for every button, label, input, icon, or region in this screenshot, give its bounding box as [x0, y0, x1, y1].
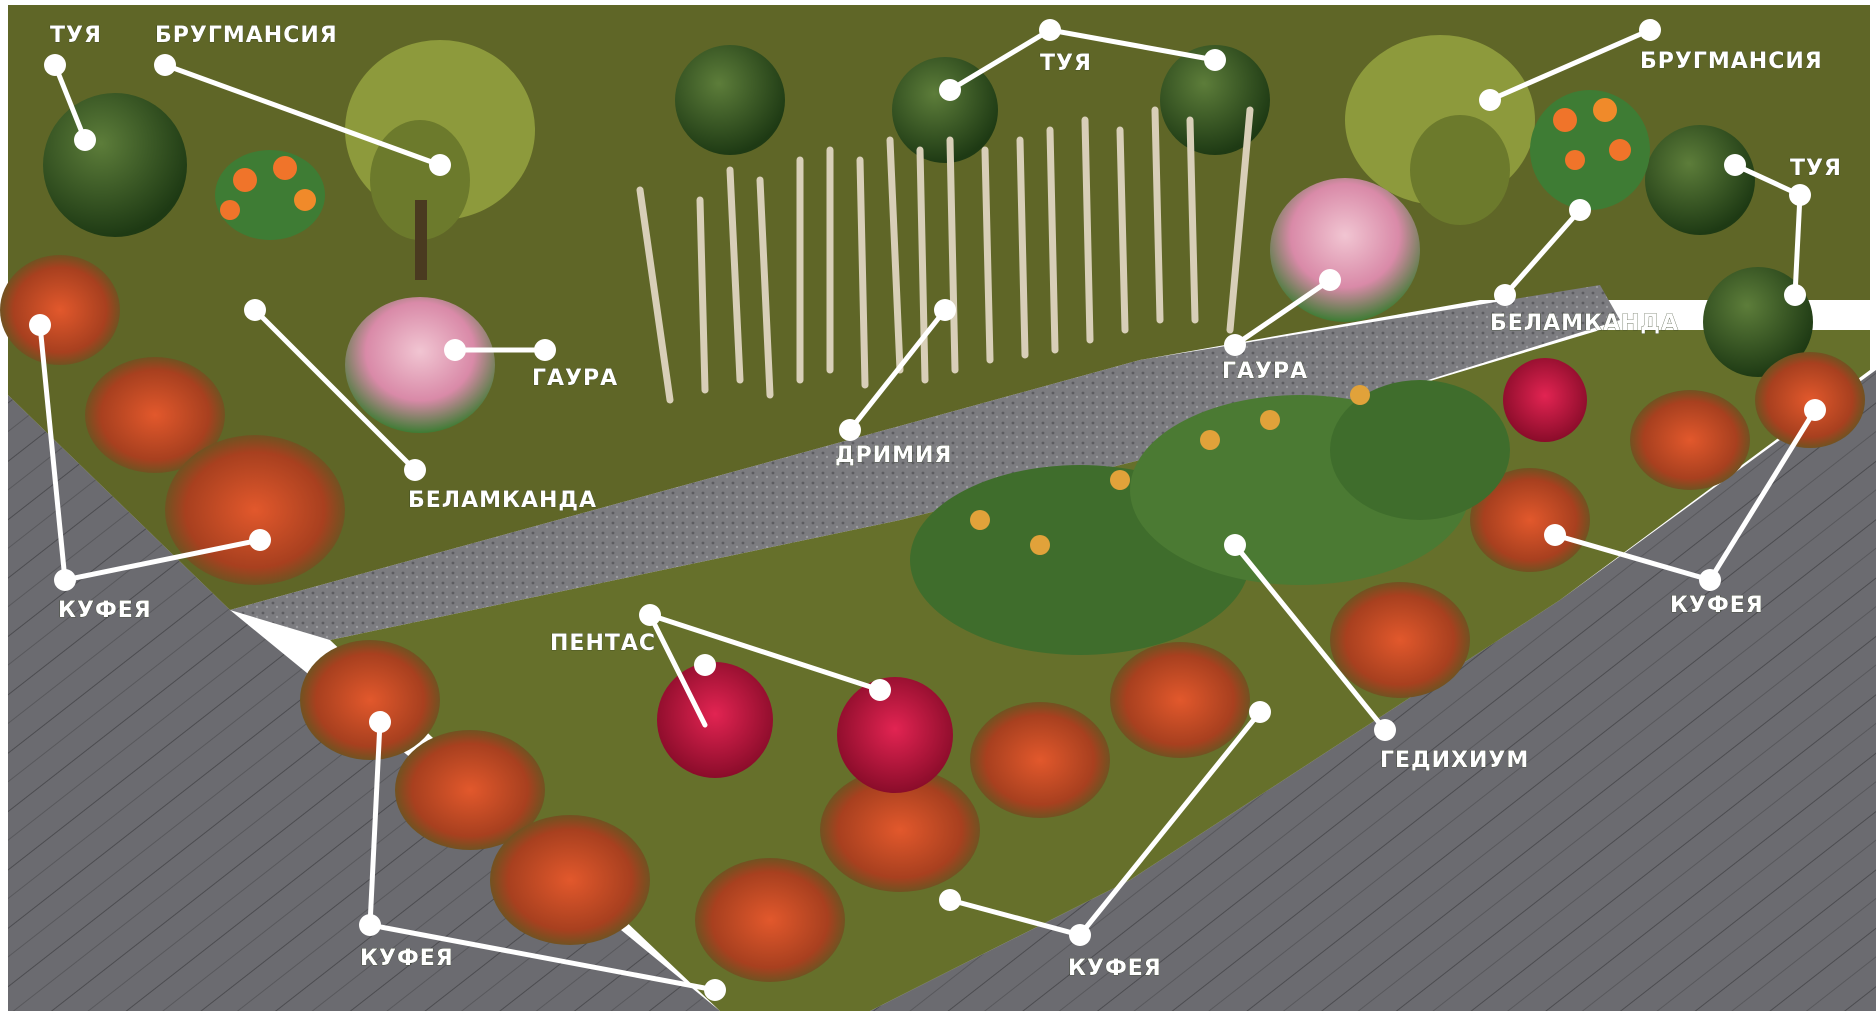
gaura-plant [1270, 178, 1420, 322]
belamcanda-plant [215, 150, 325, 240]
label-cuphea: КУФЕЯ [360, 946, 454, 971]
label-thuja: ТУЯ [1040, 51, 1092, 76]
label-gaura: ГАУРА [1222, 359, 1308, 384]
label-brugmansia: БРУГМАНСИЯ [155, 23, 338, 48]
cuphea-bush [1630, 390, 1750, 490]
label-cuphea: КУФЕЯ [1068, 956, 1162, 981]
label-cuphea: КУФЕЯ [1670, 593, 1764, 618]
cuphea-bush [490, 815, 650, 945]
label-thuja: ТУЯ [50, 23, 102, 48]
label-hedychium: ГЕДИХИУМ [1380, 748, 1529, 773]
thuja-shrub [675, 45, 785, 155]
thuja-shrub [1645, 125, 1755, 235]
label-cuphea: КУФЕЯ [58, 598, 152, 623]
cuphea-bush [1755, 352, 1865, 448]
label-belamcanda: БЕЛАМКАНДА [1490, 311, 1679, 336]
thuja-shrub [43, 93, 187, 237]
pentas-plant [1503, 358, 1587, 442]
label-thuja: ТУЯ [1790, 156, 1842, 181]
pentas-plant [837, 677, 953, 793]
label-drimia: ДРИМИЯ [835, 443, 952, 468]
cuphea-bush [0, 255, 120, 365]
cuphea-bush [300, 640, 440, 760]
cuphea-bush [970, 702, 1110, 818]
pentas-plant [657, 662, 773, 778]
label-brugmansia: БРУГМАНСИЯ [1640, 49, 1823, 74]
cuphea-bush [1330, 582, 1470, 698]
cuphea-bush [695, 858, 845, 982]
cuphea-bush [165, 435, 345, 585]
label-pentas: ПЕНТАС [550, 631, 656, 656]
belamcanda-plant [1530, 90, 1650, 210]
label-gaura: ГАУРА [532, 366, 618, 391]
cuphea-bush [1110, 642, 1250, 758]
gaura-plant [345, 297, 495, 433]
label-belamcanda: БЕЛАМКАНДА [408, 488, 597, 513]
